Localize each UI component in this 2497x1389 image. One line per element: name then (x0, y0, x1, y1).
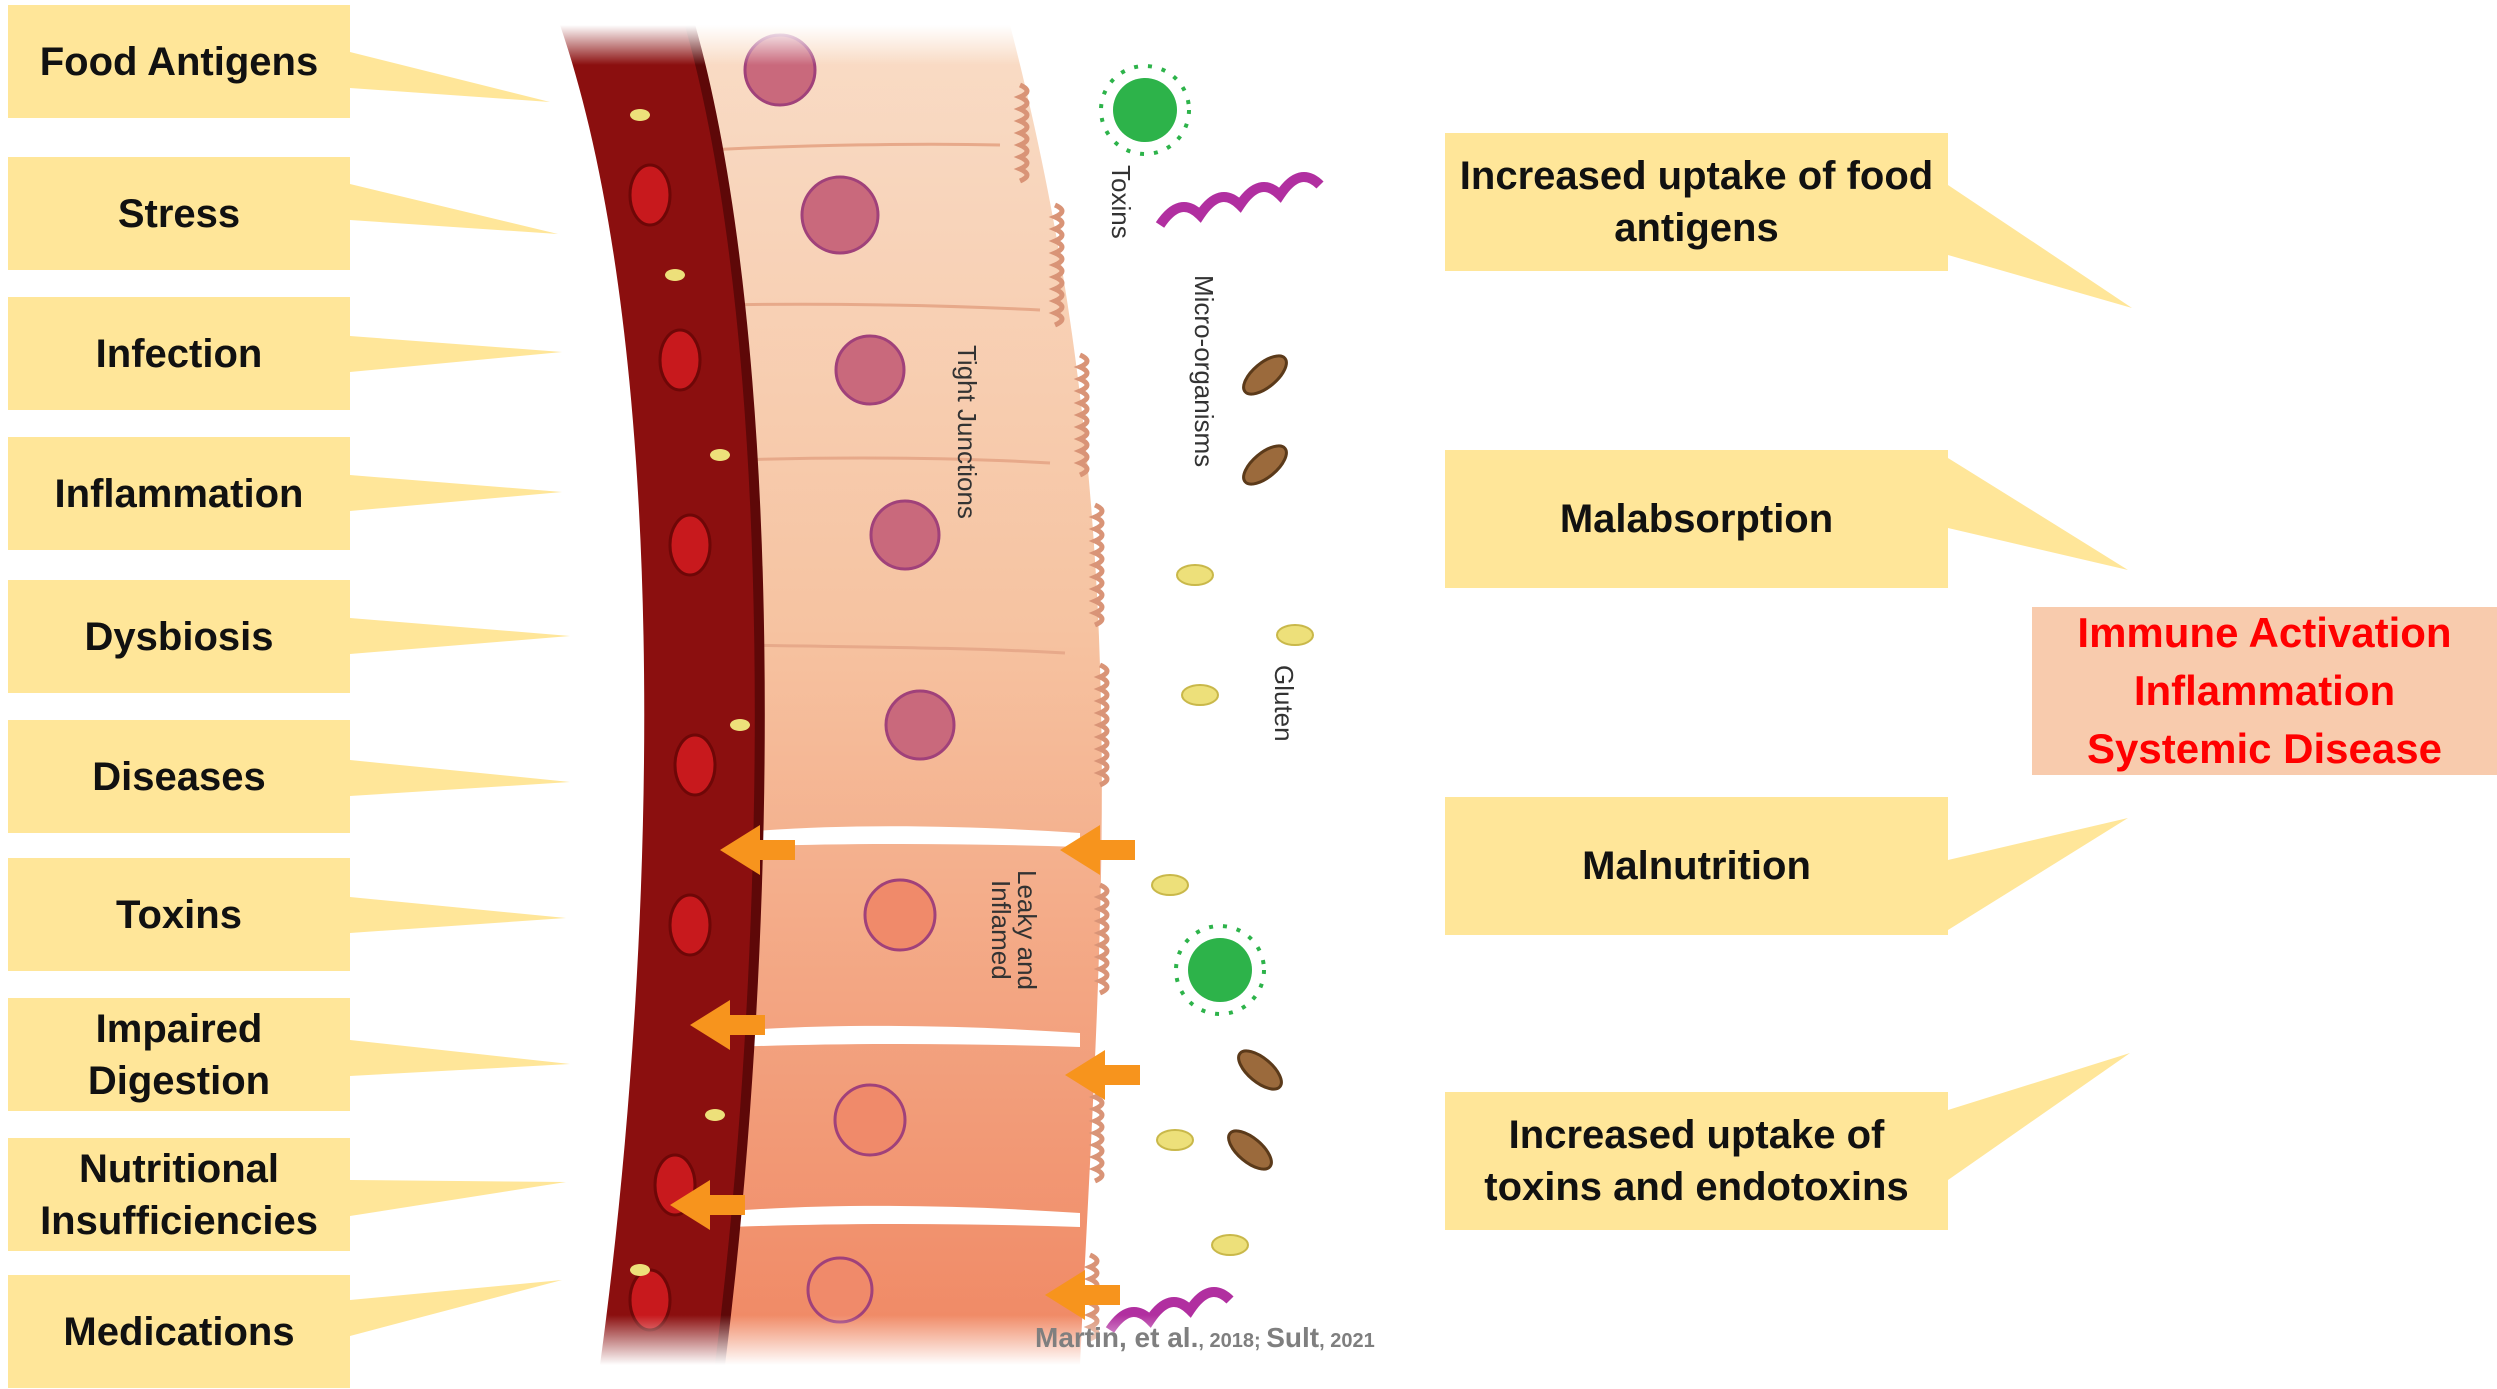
pointer-uptake-food (1948, 185, 2132, 308)
cause-inflammation: Inflammation (8, 437, 350, 550)
pointer-stress (350, 184, 558, 234)
pointer-impaired-digestion (350, 1040, 570, 1076)
pointer-uptake-toxins (1948, 1053, 2130, 1180)
effect-malnutrition: Malnutrition (1445, 797, 1948, 935)
cause-diseases: Diseases (8, 720, 350, 833)
cause-food-antigens: Food Antigens (8, 5, 350, 118)
cause-medications: Medications (8, 1275, 350, 1388)
cause-toxins: Toxins (8, 858, 350, 971)
cause-infection: Infection (8, 297, 350, 410)
pointer-medications (350, 1280, 562, 1336)
pointer-diseases (350, 760, 570, 796)
cause-impaired-digestion: Impaired Digestion (8, 998, 350, 1111)
pointer-malabsorption (1948, 458, 2128, 570)
citation-author1: Martin, et al. (1035, 1322, 1198, 1353)
cause-dysbiosis: Dysbiosis (8, 580, 350, 693)
effect-uptake-toxins: Increased uptake of toxins and endotoxin… (1445, 1092, 1948, 1230)
citation-year2: , 2021 (1319, 1330, 1375, 1352)
citation-author2: Sult (1266, 1322, 1319, 1353)
pointer-malnutrition (1948, 818, 2128, 930)
cause-nutritional-insufficiencies: Nutritional Insufficiencies (8, 1138, 350, 1251)
label-leaky-line2: Inflamed (986, 880, 1016, 980)
outcome-inflammation: Inflammation (2134, 662, 2395, 720)
label-micro-organisms: Micro-organisms (1189, 275, 1219, 467)
outcome-immune-activation: Immune Activation (2077, 604, 2451, 662)
outcome-box: Immune Activation Inflammation Systemic … (2032, 607, 2497, 775)
pointer-inflammation (350, 475, 562, 511)
pointer-toxins (350, 897, 566, 933)
effect-uptake-food-antigens: Increased uptake of food antigens (1445, 133, 1948, 271)
pointer-food-antigens (350, 52, 550, 102)
cause-stress: Stress (8, 157, 350, 270)
label-gluten: Gluten (1269, 665, 1299, 742)
citation: Martin, et al., 2018; Sult, 2021 (1035, 1322, 1375, 1354)
pointer-dysbiosis (350, 618, 570, 654)
intestinal-wall-illustration: Toxins Micro-organisms Tight Junctions G… (540, 25, 1500, 1365)
citation-year1: , 2018; (1198, 1330, 1266, 1352)
pointer-infection (350, 336, 562, 372)
label-tight-junctions: Tight Junctions (952, 345, 982, 519)
pointer-nutritional (350, 1180, 566, 1216)
outcome-systemic-disease: Systemic Disease (2087, 720, 2442, 778)
toxin-spiral-icon (1160, 177, 1320, 225)
effect-malabsorption: Malabsorption (1445, 450, 1948, 588)
virus-icon (1101, 66, 1189, 154)
virus-icon (1176, 926, 1264, 1014)
micro-organism-icon (1222, 349, 1292, 1176)
label-toxins: Toxins (1106, 165, 1136, 239)
